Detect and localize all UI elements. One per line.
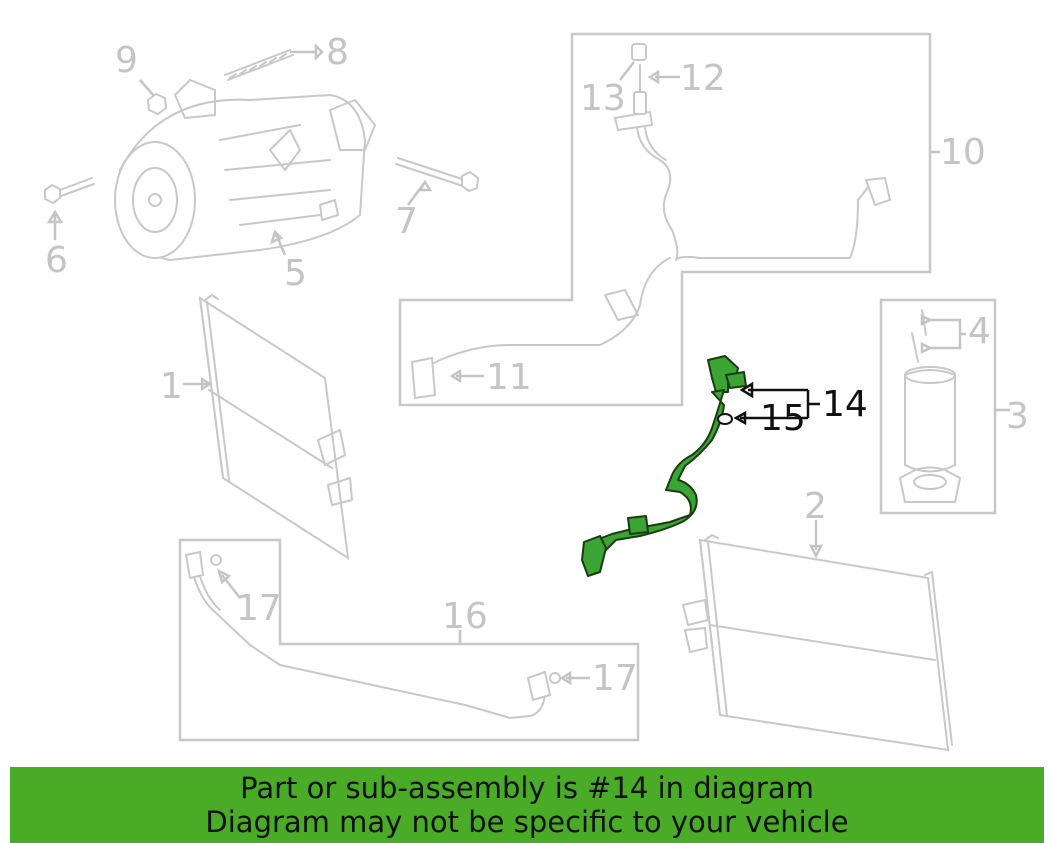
hose-part-14	[581, 355, 747, 577]
bolt-6	[44, 177, 95, 205]
callout-13: 13	[580, 78, 626, 119]
line-assembly-16	[178, 538, 640, 742]
banner-line-1: Part or sub-assembly is #14 in diagram	[240, 771, 814, 805]
washer-15	[717, 413, 733, 425]
callout-17-right: 17	[592, 658, 638, 699]
callout-11: 11	[486, 357, 532, 398]
bolt-8	[224, 49, 294, 81]
callout-17-left: 17	[236, 588, 282, 629]
callout-9: 9	[115, 40, 138, 81]
callout-6: 6	[45, 240, 68, 281]
condenser-1	[198, 294, 353, 560]
line-assembly-10	[398, 32, 932, 407]
bolt-7	[395, 157, 480, 193]
banner-line-2: Diagram may not be specific to your vehi…	[205, 805, 849, 839]
callout-4: 4	[968, 311, 991, 352]
callout-1: 1	[160, 366, 183, 407]
callout-3: 3	[1006, 396, 1029, 437]
callout-16: 16	[442, 596, 488, 637]
compressor-assembly	[114, 79, 376, 262]
callout-15: 15	[760, 398, 806, 439]
callout-12: 12	[680, 58, 726, 99]
parts-diagram: 1 2 3 4 5 6 7 8 9 10 11 12 13 14 15 16 1…	[44, 32, 1029, 752]
nut-9	[146, 92, 168, 116]
condenser-2	[682, 534, 953, 752]
callout-14: 14	[822, 384, 868, 425]
callout-7: 7	[395, 201, 418, 242]
callout-2: 2	[804, 486, 827, 527]
callout-10: 10	[940, 132, 986, 173]
callout-5: 5	[284, 253, 307, 294]
info-banner: Part or sub-assembly is #14 in diagram D…	[10, 767, 1044, 843]
callout-8: 8	[326, 32, 349, 73]
